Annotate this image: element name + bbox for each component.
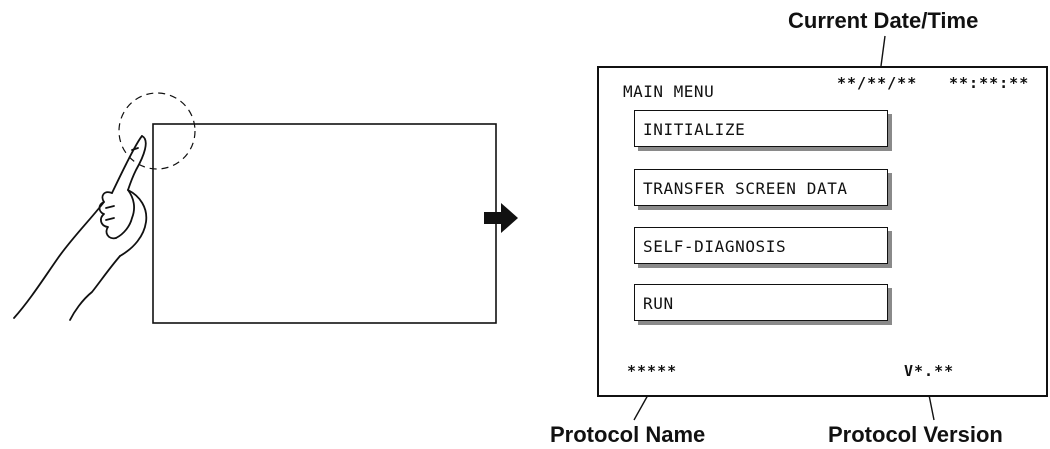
hand-touch-icon — [13, 135, 148, 321]
blank-panel — [152, 123, 497, 324]
date-display: **/**/** — [837, 74, 918, 92]
leader-line-protocol-version — [928, 394, 935, 421]
callout-protocol-version: Protocol Version — [828, 422, 1003, 447]
self-diagnosis-button-label: SELF-DIAGNOSIS — [643, 237, 787, 256]
touch-area-circle — [118, 92, 196, 170]
menu-title: MAIN MENU — [623, 82, 715, 101]
time-display: **:**:** — [949, 74, 1030, 92]
transfer-screen-data-button[interactable]: TRANSFER SCREEN DATA — [634, 169, 888, 206]
callout-current-datetime: Current Date/Time — [788, 8, 979, 33]
leader-line-protocol-name — [633, 394, 649, 421]
transfer-screen-data-button-label: TRANSFER SCREEN DATA — [643, 179, 848, 198]
initialize-button-label: INITIALIZE — [643, 120, 746, 139]
callout-protocol-name: Protocol Name — [550, 422, 706, 447]
hand-touch-illustration — [13, 92, 497, 324]
leader-line-datetime — [880, 35, 886, 67]
protocol-version-value: V*.** — [904, 362, 955, 380]
self-diagnosis-button[interactable]: SELF-DIAGNOSIS — [634, 227, 888, 264]
run-button-label: RUN — [643, 294, 674, 313]
main-menu-screen: MAIN MENU **/**/** **:**:** INITIALIZE T… — [597, 66, 1048, 397]
initialize-button[interactable]: INITIALIZE — [634, 110, 888, 147]
protocol-name-value: ***** — [627, 362, 678, 380]
right-arrow-icon — [484, 203, 518, 233]
run-button[interactable]: RUN — [634, 284, 888, 321]
